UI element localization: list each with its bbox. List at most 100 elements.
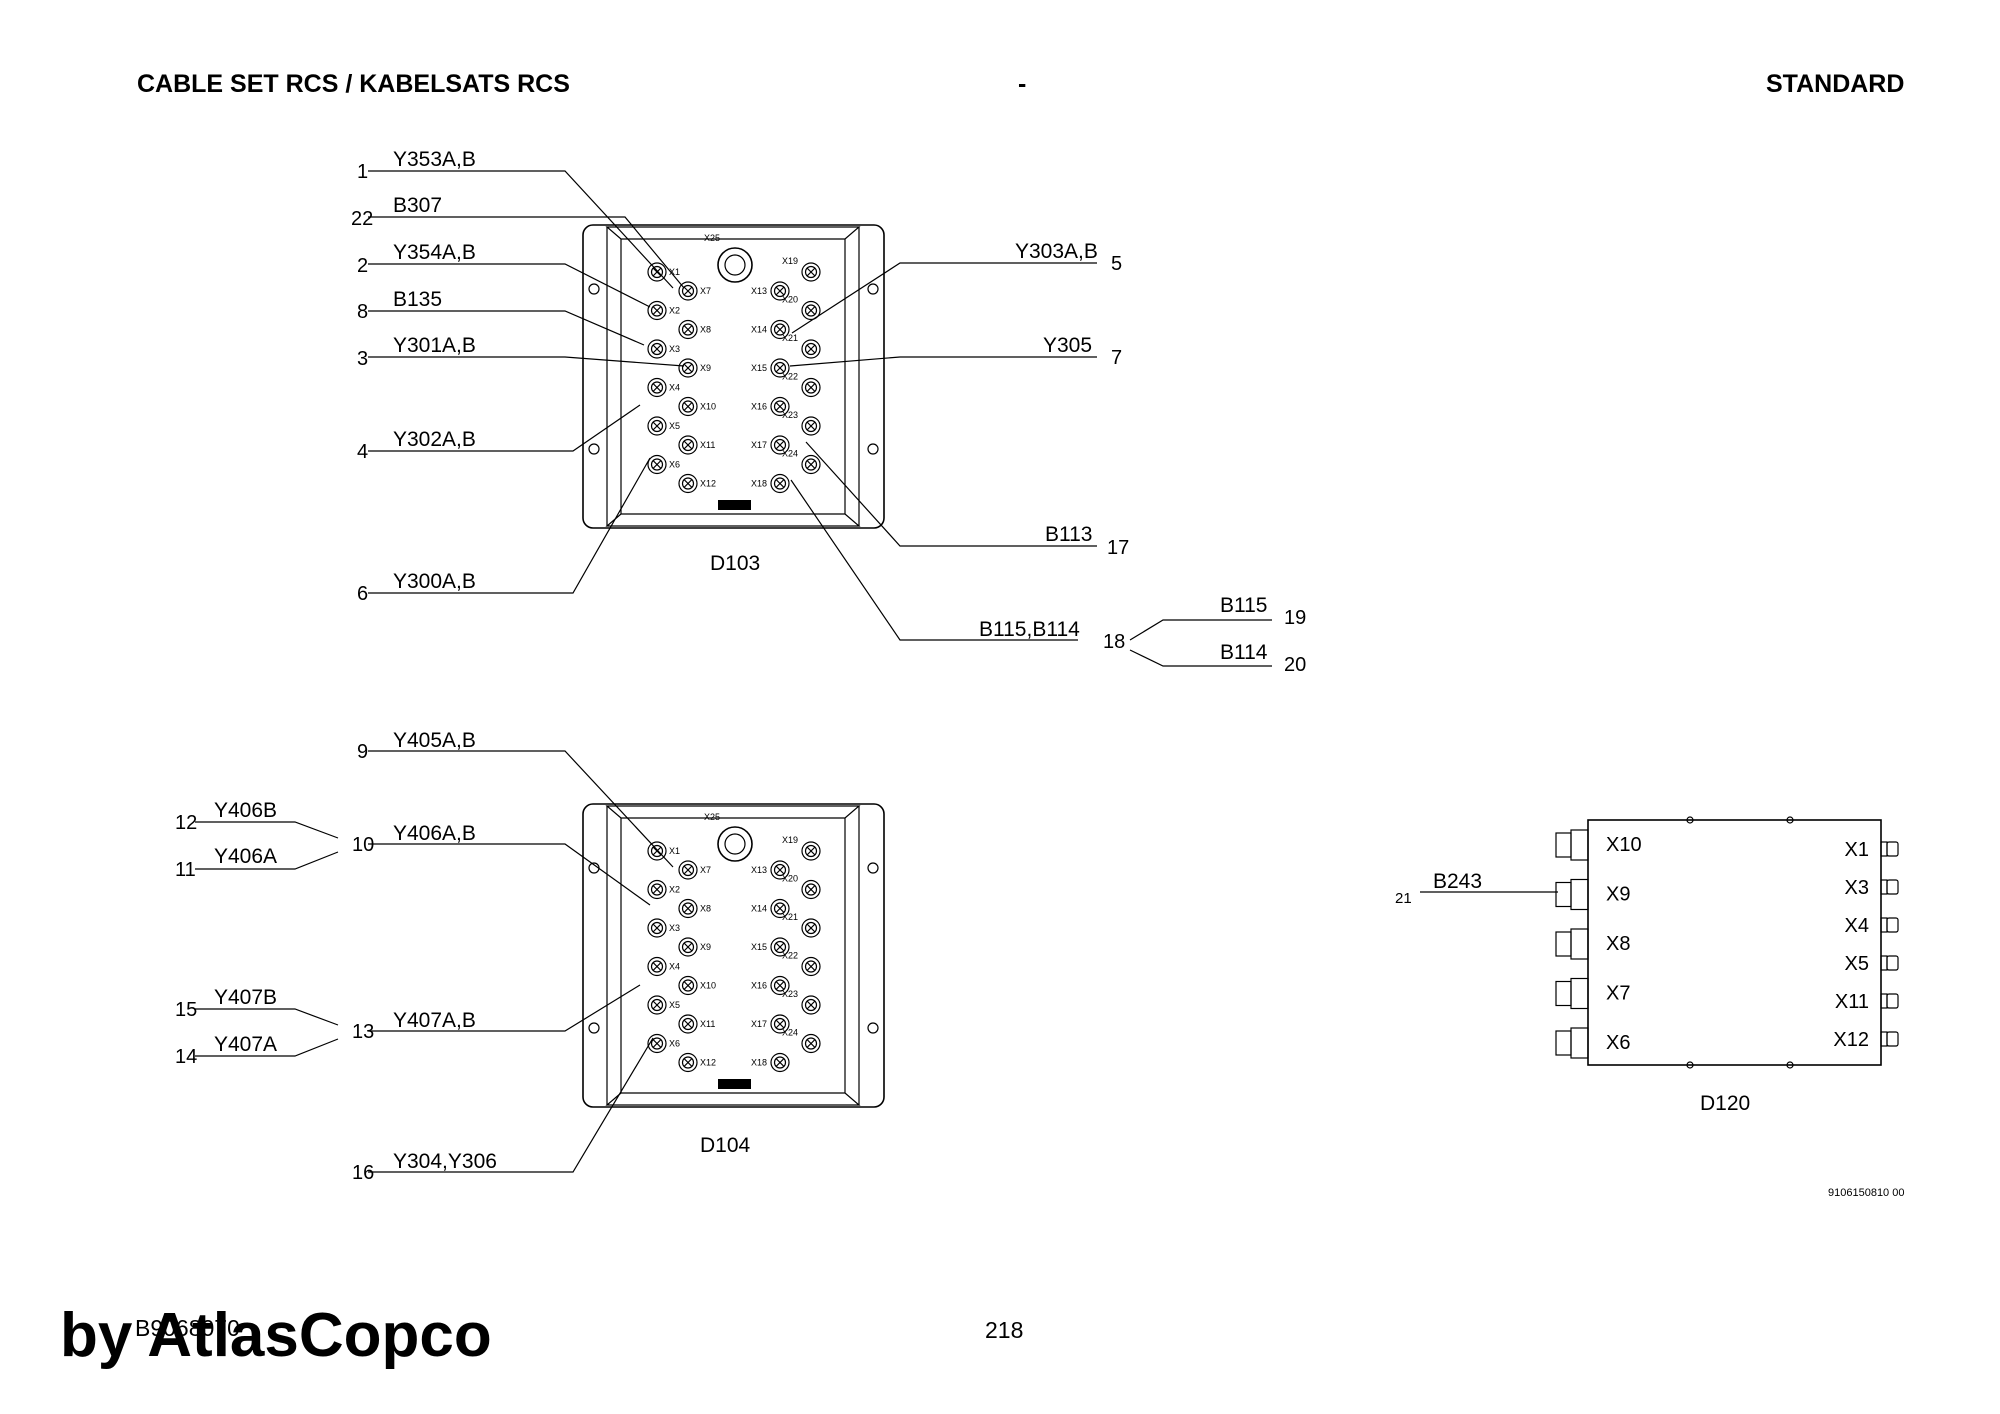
connector-inner [804,265,818,279]
connector-mark [806,306,816,315]
connector-inner [773,1017,787,1031]
connector [770,319,790,340]
d120-right-stub [1880,993,1888,1009]
connector-mark [775,865,785,875]
connector [678,1014,698,1034]
port-label: X22 [782,372,798,382]
connector [647,416,667,436]
connector-mark [775,981,785,990]
d120-right-plug [1886,841,1899,857]
leader-line [368,310,645,346]
leader-line [368,356,685,367]
drawing-reference: 9106150810 00 [1828,1187,1904,1199]
connector [647,918,667,938]
callout-label: Y305 [1043,334,1092,357]
connector [801,879,821,900]
connector-inner [804,960,818,973]
connector-mark [806,383,816,392]
port-label: X14 [751,904,767,914]
port-label: X3 [669,344,680,354]
port-label: X11 [700,1019,715,1029]
leader-line [368,750,674,868]
callout-number: 22 [351,208,373,230]
modules-layer: X25X1X2X3X4X5X6X7X8X9X10X11X12X13X14X15X… [582,224,1899,1108]
connector-inner [773,400,787,413]
connector [678,473,698,494]
connector-inner [773,902,787,915]
connector [678,860,698,880]
port-label: X10 [1606,834,1642,856]
connector [770,860,790,880]
mount-hole [588,1022,600,1034]
connector-inner [681,438,695,452]
leader-line [805,441,1097,547]
mount-hole [867,862,879,874]
d120-notch [1686,1061,1694,1069]
connector-mark [652,267,662,277]
d120-right-stub [1880,879,1888,895]
callout-number: 12 [175,812,197,834]
port-label: X6 [1606,1032,1630,1054]
callout-label: Y300A,B [393,570,476,593]
port-label: X18 [751,1058,767,1068]
connector-mark [806,923,816,933]
connector [770,975,790,996]
callout-label: Y406B [214,799,277,822]
connector [647,995,667,1015]
connector [801,262,821,282]
d120-right-plug [1886,879,1899,895]
connector-mark [652,885,662,894]
connector [801,339,821,359]
port-label: X23 [782,410,798,420]
port-label: X22 [782,951,798,961]
connector-inner [773,863,787,877]
connector-inner [773,979,787,992]
callout-number: 15 [175,999,197,1021]
connector-mark [683,865,693,875]
port-label: X6 [669,1039,680,1049]
port-label: X20 [782,295,798,305]
connector-mark [806,846,816,856]
port-label: X7 [700,286,711,296]
atlas-logo-mark [718,500,751,510]
connector-mark [775,440,785,450]
port-label: X12 [1833,1029,1869,1051]
connector-mark [806,885,816,894]
header-variant: STANDARD [1766,70,1905,98]
callout-number: 11 [175,859,196,881]
connector-inner [650,844,664,858]
callout-number: 5 [1111,253,1122,275]
connector-mark [806,421,816,431]
port-label: X4 [669,383,680,393]
callout-number: 8 [357,301,368,323]
connector [647,262,667,282]
d120-left-plug [1570,977,1589,1010]
connector [678,898,698,919]
connector [801,995,821,1015]
connector-inner [773,1056,787,1069]
leaders-layer [195,170,1558,1173]
callout-number: 7 [1111,347,1122,369]
callout-label: Y354A,B [393,241,476,264]
footer-doc-number: B9068070 [135,1315,240,1341]
connector-mark [806,460,816,469]
connector-mark [683,286,693,296]
module-label-d103: D103 [710,552,760,575]
connector [647,377,667,398]
port-label: X10 [700,402,716,412]
connector-mark [775,479,785,488]
port-label: X13 [751,865,767,875]
leader-line [368,843,651,906]
x25-connector-inner [724,254,746,276]
port-label: X25 [704,233,720,243]
connector-inner [681,902,695,915]
leader-line [368,404,641,452]
connector-mark [683,1019,693,1029]
connector-inner [650,342,664,356]
connector-mark [652,1039,662,1048]
connector-inner [681,979,695,992]
connector-inner [650,458,664,471]
callout-number: 10 [352,834,374,856]
port-label: X16 [751,402,767,412]
connector [678,358,698,378]
